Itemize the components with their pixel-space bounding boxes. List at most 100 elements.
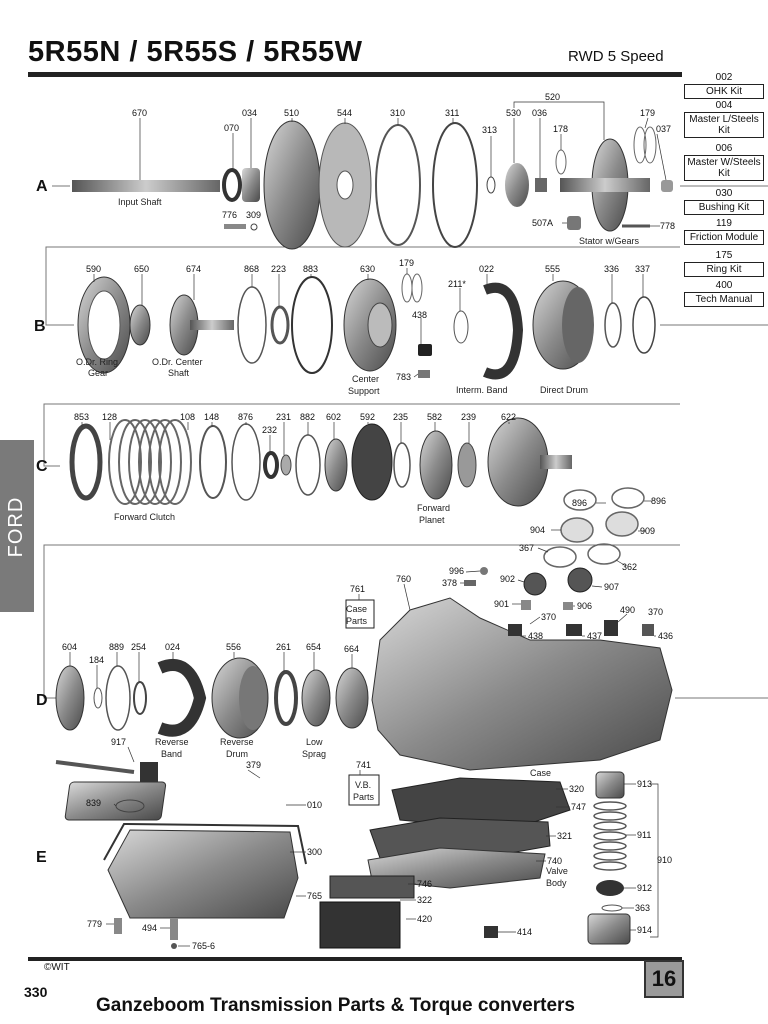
part-776: [224, 224, 246, 229]
part-913: [595, 771, 625, 799]
part-765-6: [171, 943, 177, 949]
part-779: [114, 918, 122, 934]
row-label-c: C: [36, 458, 48, 475]
kit-item: 400 Tech Manual: [684, 280, 764, 307]
callout: 996: [449, 566, 464, 576]
callout: 036: [532, 108, 547, 118]
callout: 034: [242, 108, 257, 118]
callout: 630: [360, 264, 375, 274]
callout: 370: [541, 612, 556, 622]
callout: 179: [640, 108, 655, 118]
callout: 362: [622, 562, 637, 572]
callout: 917: [111, 737, 126, 747]
caption-vb-parts-2: Parts: [353, 792, 375, 802]
callout: 179: [399, 258, 414, 268]
row-e-leaders: [106, 746, 659, 947]
row-b-leaders: [93, 268, 644, 378]
caption-odr-ring: O.Dr. Ring: [76, 357, 118, 367]
callout: 321: [557, 831, 572, 841]
callout: 904: [530, 525, 545, 535]
part-211: [453, 310, 469, 344]
callout: 494: [142, 923, 157, 933]
callout: 779: [87, 919, 102, 929]
kit-number: 030: [715, 188, 733, 199]
kit-name: Tech Manual: [684, 292, 764, 307]
part-604: [55, 665, 85, 731]
footer-company: Ganzeboom Transmission Parts & Torque co…: [96, 995, 575, 1016]
part-363: [601, 904, 623, 912]
callout: 507A: [532, 218, 553, 228]
callout: 322: [417, 895, 432, 905]
callout: 010: [307, 800, 322, 810]
caption-forward-planet: Forward: [417, 503, 450, 513]
callout: 022: [479, 264, 494, 274]
part-437: [566, 624, 582, 636]
callout: 746: [417, 879, 432, 889]
callout: 414: [517, 927, 532, 937]
part-179: [633, 126, 647, 164]
seal-ring-part-311: [432, 122, 478, 248]
row-b-callouts: 590 650 674 868 223 883 630 179 438 783 …: [76, 258, 650, 396]
caption-forward-planet-2: Planet: [419, 515, 445, 525]
kit-number: 002: [715, 72, 733, 83]
callout: 913: [637, 779, 652, 789]
page-subtitle: RWD 5 Speed: [568, 48, 664, 65]
caption-low-sprag: Low: [306, 737, 323, 747]
callout: 300: [307, 847, 322, 857]
callout: 108: [180, 412, 195, 422]
part-917-lever: [140, 762, 158, 782]
part-261: [274, 670, 298, 726]
footer-rule: [28, 957, 682, 961]
row-label-b: B: [34, 318, 46, 335]
part-889: [105, 665, 131, 731]
callout: 148: [204, 412, 219, 422]
page-number: 330: [24, 984, 48, 1000]
callout: 070: [224, 123, 239, 133]
part-313: [486, 176, 496, 194]
row-a-parts: [72, 120, 673, 250]
caption-valve-body: Valve: [546, 866, 568, 876]
gasket-part-310: [375, 124, 421, 246]
caption-valve-body-2: Body: [546, 878, 567, 888]
callout: 783: [396, 372, 411, 382]
kit-item: 004 Master L/Steels Kit: [684, 100, 764, 138]
part-530: [505, 163, 529, 207]
caption-odr-ring-2: Gear: [88, 368, 108, 378]
callout: 530: [506, 108, 521, 118]
callout: 911: [637, 830, 651, 840]
caption-center-support-2: Support: [348, 386, 380, 396]
callout: 261: [276, 642, 291, 652]
low-sprag-part: [301, 669, 331, 727]
callout: 740: [547, 856, 562, 866]
part-420: [319, 901, 401, 949]
callout: 747: [571, 802, 586, 812]
part-309: [250, 223, 258, 231]
callout: 741: [356, 760, 371, 770]
part-906: [563, 602, 573, 610]
caption-direct-drum: Direct Drum: [540, 385, 588, 395]
row-e-parts: [55, 760, 631, 949]
callout: 664: [344, 644, 359, 654]
flow-line-b-c: [43, 403, 680, 467]
callout: 670: [132, 108, 147, 118]
callout: 912: [637, 883, 652, 893]
callout: 520: [545, 92, 560, 102]
caption-odr-center-2: Shaft: [168, 368, 190, 378]
header-rule: [28, 72, 682, 77]
part-746: [329, 875, 415, 899]
caption-odr-center: O.Dr. Center: [152, 357, 203, 367]
caption-case: Case: [530, 768, 551, 778]
row-c-bearing-cluster: [543, 487, 645, 568]
part-490: [604, 620, 618, 636]
kit-item: 175 Ring Kit: [684, 250, 764, 277]
row-d-parts: [55, 567, 673, 771]
row-label-a: A: [36, 178, 48, 195]
part-783: [418, 370, 430, 378]
part-494: [170, 918, 178, 940]
callout: 761: [350, 584, 365, 594]
forward-clutch-pack: [108, 419, 192, 505]
part-034: [242, 168, 260, 202]
part-148: [199, 425, 227, 499]
copyright-text: ©WIT: [44, 962, 70, 973]
part-037: [661, 180, 673, 192]
